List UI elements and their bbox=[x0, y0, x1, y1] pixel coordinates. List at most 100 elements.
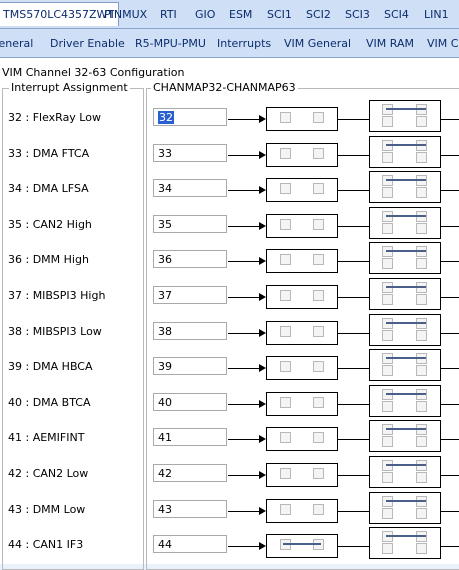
signal-wire bbox=[228, 404, 260, 405]
output-checkbox[interactable] bbox=[382, 508, 393, 519]
mux-checkbox[interactable] bbox=[280, 148, 291, 159]
tab-vim-c[interactable]: VIM C bbox=[427, 37, 459, 50]
interrupt-label: 35 : CAN2 High bbox=[8, 218, 92, 231]
mux-checkbox[interactable] bbox=[280, 326, 291, 337]
output-checkbox[interactable] bbox=[416, 294, 427, 305]
mux-checkbox[interactable] bbox=[313, 290, 324, 301]
tab-general[interactable]: General bbox=[0, 37, 34, 50]
output-checkbox[interactable] bbox=[416, 401, 427, 412]
mux-checkbox[interactable] bbox=[313, 148, 324, 159]
chanmap-input-value: 44 bbox=[158, 538, 172, 551]
tab-pinmux[interactable]: PINMUX bbox=[104, 8, 148, 21]
chanmap-input[interactable]: 38 bbox=[153, 322, 227, 340]
output-checkbox[interactable] bbox=[382, 330, 393, 341]
output-checkbox[interactable] bbox=[382, 223, 393, 234]
output-checkbox[interactable] bbox=[416, 258, 427, 269]
chanmap-input[interactable]: 36 bbox=[153, 250, 227, 268]
tab-esm[interactable]: ESM bbox=[229, 8, 253, 21]
output-checkbox[interactable] bbox=[382, 152, 393, 163]
output-checkbox[interactable] bbox=[416, 187, 427, 198]
tab-device[interactable]: TMS570LC4357ZWT bbox=[0, 2, 120, 26]
mux-checkbox[interactable] bbox=[280, 112, 291, 123]
mux-checkbox[interactable] bbox=[313, 397, 324, 408]
mux-checkbox[interactable] bbox=[313, 361, 324, 372]
chanmap-input[interactable]: 39 bbox=[153, 357, 227, 375]
signal-wire bbox=[440, 226, 459, 227]
mux-checkbox[interactable] bbox=[280, 468, 291, 479]
output-checkbox[interactable] bbox=[416, 152, 427, 163]
output-checkbox[interactable] bbox=[382, 436, 393, 447]
chanmap-input[interactable]: 42 bbox=[153, 464, 227, 482]
output-box bbox=[369, 456, 441, 488]
signal-wire bbox=[337, 439, 369, 440]
tab-interrupts[interactable]: Interrupts bbox=[217, 37, 272, 50]
vim-config-panel: VIM Channel 32-63 Configuration Interrup… bbox=[0, 58, 459, 570]
output-checkbox[interactable] bbox=[416, 436, 427, 447]
tab-driver-enable[interactable]: Driver Enable bbox=[50, 37, 125, 50]
tab-sci2[interactable]: SCI2 bbox=[306, 8, 331, 21]
output-checkbox[interactable] bbox=[416, 116, 427, 127]
output-checkbox[interactable] bbox=[382, 187, 393, 198]
output-connection-bar bbox=[386, 179, 426, 181]
output-checkbox[interactable] bbox=[416, 543, 427, 554]
output-checkbox[interactable] bbox=[382, 294, 393, 305]
mux-checkbox[interactable] bbox=[313, 468, 324, 479]
mux-checkbox[interactable] bbox=[313, 326, 324, 337]
output-checkbox[interactable] bbox=[416, 472, 427, 483]
output-checkbox[interactable] bbox=[382, 365, 393, 376]
output-checkbox[interactable] bbox=[416, 330, 427, 341]
mux-checkbox[interactable] bbox=[313, 112, 324, 123]
signal-wire bbox=[228, 190, 260, 191]
chanmap-input[interactable]: 40 bbox=[153, 393, 227, 411]
output-checkbox[interactable] bbox=[382, 401, 393, 412]
chanmap-input[interactable]: 37 bbox=[153, 286, 227, 304]
mux-checkbox[interactable] bbox=[280, 397, 291, 408]
mux-checkbox[interactable] bbox=[280, 254, 291, 265]
tab-sci1[interactable]: SCI1 bbox=[267, 8, 292, 21]
chanmap-input-value: 33 bbox=[158, 147, 172, 160]
output-checkbox[interactable] bbox=[416, 223, 427, 234]
tab-r5-mpu-pmu[interactable]: R5-MPU-PMU bbox=[135, 37, 206, 50]
chanmap-input[interactable]: 32 bbox=[153, 108, 227, 126]
output-checkbox[interactable] bbox=[382, 472, 393, 483]
chanmap-input[interactable]: 41 bbox=[153, 428, 227, 446]
tab-lin1[interactable]: LIN1 bbox=[424, 8, 449, 21]
chanmap-input[interactable]: 43 bbox=[153, 500, 227, 518]
mux-checkbox[interactable] bbox=[280, 183, 291, 194]
signal-arrow bbox=[259, 186, 266, 194]
tab-sci4[interactable]: SCI4 bbox=[384, 8, 409, 21]
mux-checkbox[interactable] bbox=[313, 254, 324, 265]
tab-vim-ram[interactable]: VIM RAM bbox=[366, 37, 414, 50]
chanmap-input[interactable]: 44 bbox=[153, 535, 227, 553]
chanmap-input[interactable]: 33 bbox=[153, 144, 227, 162]
mux-checkbox[interactable] bbox=[280, 219, 291, 230]
mux-checkbox[interactable] bbox=[313, 504, 324, 515]
signal-arrow bbox=[259, 293, 266, 301]
mux-checkbox[interactable] bbox=[280, 290, 291, 301]
tab-sci3[interactable]: SCI3 bbox=[345, 8, 370, 21]
chanmap-input[interactable]: 34 bbox=[153, 179, 227, 197]
mux-checkbox[interactable] bbox=[313, 183, 324, 194]
output-checkbox[interactable] bbox=[382, 543, 393, 554]
mux-checkbox[interactable] bbox=[313, 219, 324, 230]
mux-checkbox[interactable] bbox=[280, 504, 291, 515]
output-checkbox[interactable] bbox=[382, 116, 393, 127]
tab-vim-general[interactable]: VIM General bbox=[284, 37, 352, 50]
signal-wire bbox=[228, 475, 260, 476]
chanmap-input[interactable]: 35 bbox=[153, 215, 227, 233]
mux-checkbox[interactable] bbox=[280, 361, 291, 372]
mux-box bbox=[266, 143, 338, 167]
output-connection-bar bbox=[386, 535, 426, 537]
mux-checkbox[interactable] bbox=[313, 432, 324, 443]
output-connection-bar bbox=[386, 250, 426, 252]
tab-rti[interactable]: RTI bbox=[160, 8, 177, 21]
chanmap-input-value: 34 bbox=[158, 182, 172, 195]
signal-wire bbox=[228, 511, 260, 512]
chanmap-input-value: 39 bbox=[158, 360, 172, 373]
signal-wire bbox=[228, 119, 260, 120]
mux-checkbox[interactable] bbox=[280, 432, 291, 443]
output-checkbox[interactable] bbox=[382, 258, 393, 269]
output-checkbox[interactable] bbox=[416, 508, 427, 519]
tab-gio[interactable]: GIO bbox=[195, 8, 216, 21]
output-checkbox[interactable] bbox=[416, 365, 427, 376]
